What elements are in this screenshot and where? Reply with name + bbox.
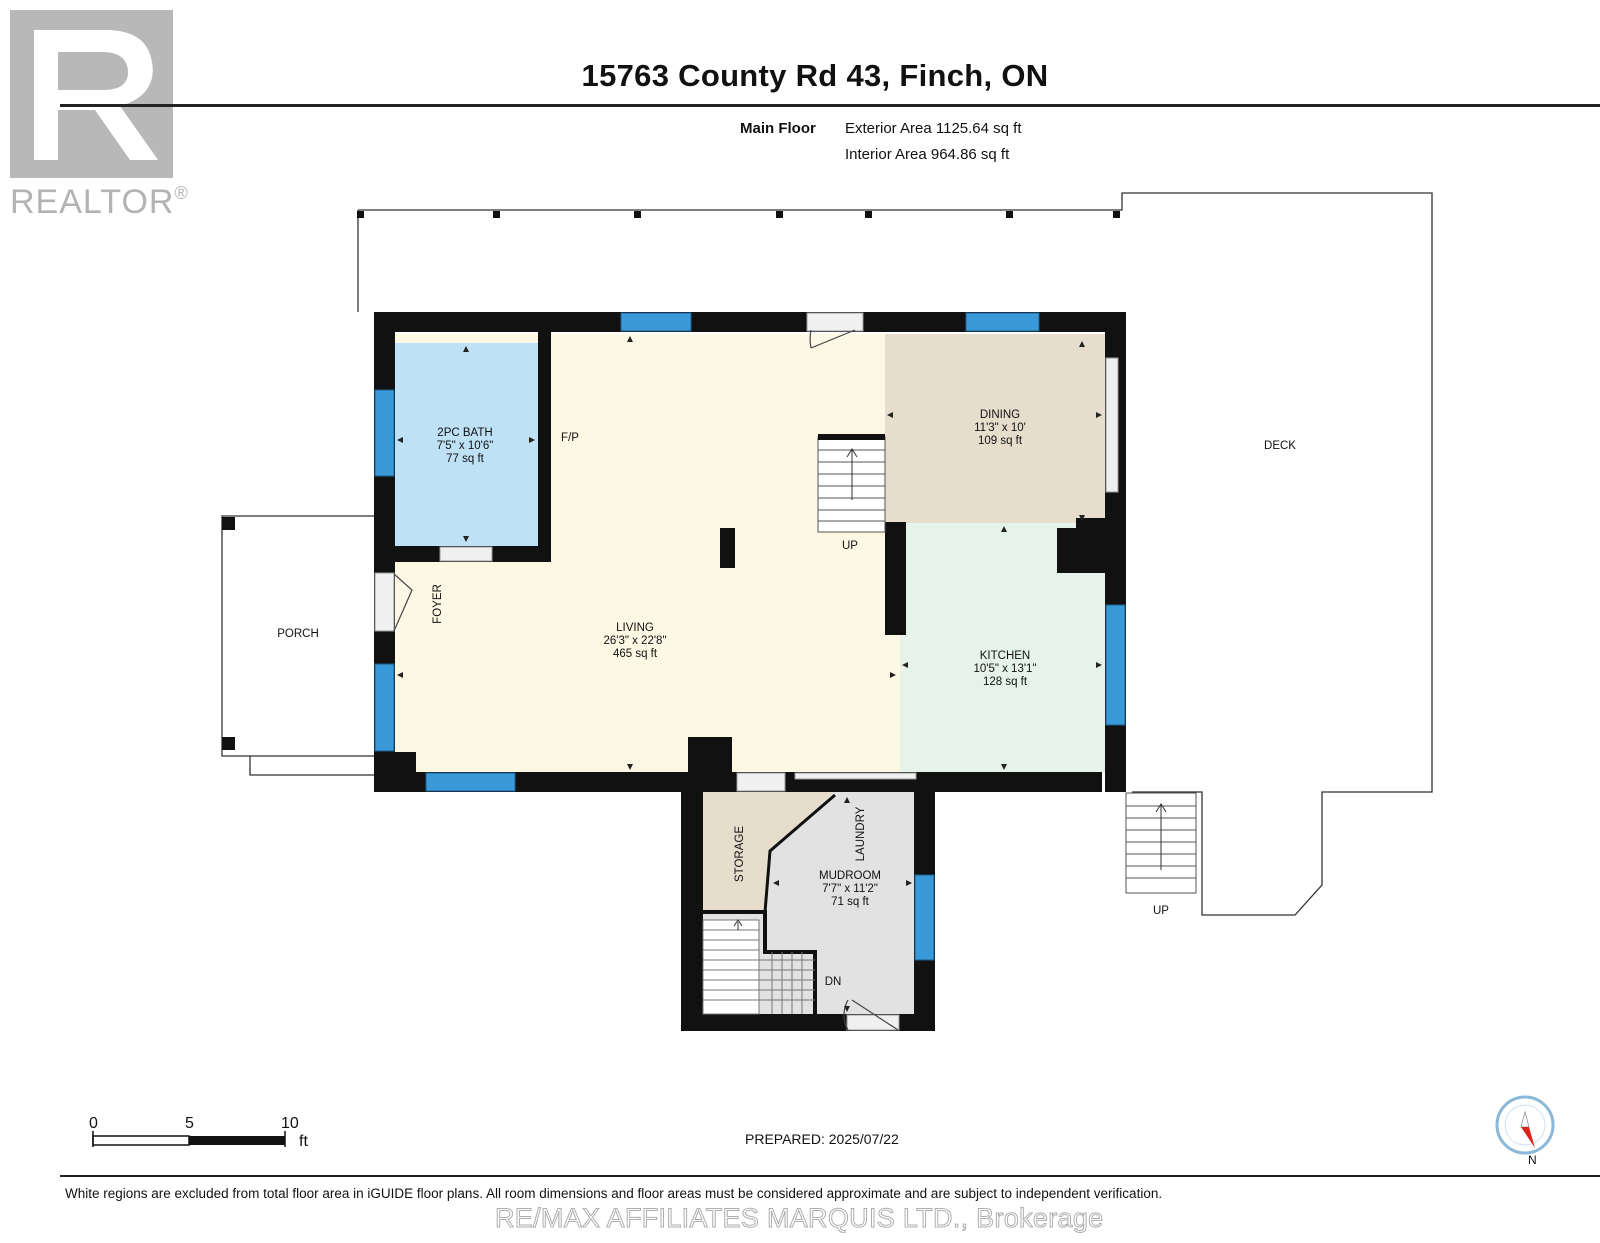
deck-label: DECK [1264, 440, 1296, 452]
page-title: 15763 County Rd 43, Finch, ON [581, 58, 1049, 93]
realtor-logo-text: REALTOR® [10, 183, 189, 221]
fireplace-label: F/P [561, 432, 579, 444]
realtor-logo [10, 10, 173, 178]
scale-tick-5: 5 [185, 1115, 194, 1132]
scale-tick-0: 0 [89, 1115, 98, 1132]
brokerage-watermark: RE/MAX AFFILIATES MARQUIS LTD., Brokerag… [494, 1203, 1104, 1234]
windows [374, 312, 1126, 961]
floor-name: Main Floor [740, 120, 816, 137]
compass-north-label: N [1528, 1153, 1537, 1167]
compass-icon [1495, 1095, 1555, 1155]
foyer-label: FOYER [432, 584, 444, 624]
deck-outline [358, 192, 1433, 916]
exterior-area: Exterior Area 1125.64 sq ft [845, 120, 1022, 137]
interior-area: Interior Area 964.86 sq ft [845, 146, 1010, 163]
stairs-down-label: DN [824, 976, 842, 988]
deck-posts [357, 211, 1120, 218]
dining-room-area [885, 334, 1105, 524]
porch-label: PORCH [277, 628, 319, 640]
bath-area [394, 343, 538, 546]
prepared-date: PREPARED: 2025/07/22 [745, 1131, 899, 1147]
porch-outline [221, 515, 377, 757]
storage-label: STORAGE [734, 825, 746, 883]
dimension-arrows [397, 336, 1102, 1012]
stairs-up-label: UP [842, 540, 858, 552]
scale-tick-10: 10 [281, 1115, 299, 1132]
scale-unit: ft [299, 1133, 308, 1150]
scale-bar [92, 1131, 286, 1147]
footer-disclaimer: White regions are excluded from total fl… [65, 1186, 1163, 1201]
deck-stairs-up-label: UP [1153, 905, 1169, 917]
laundry-label: LAUNDRY [855, 806, 867, 862]
